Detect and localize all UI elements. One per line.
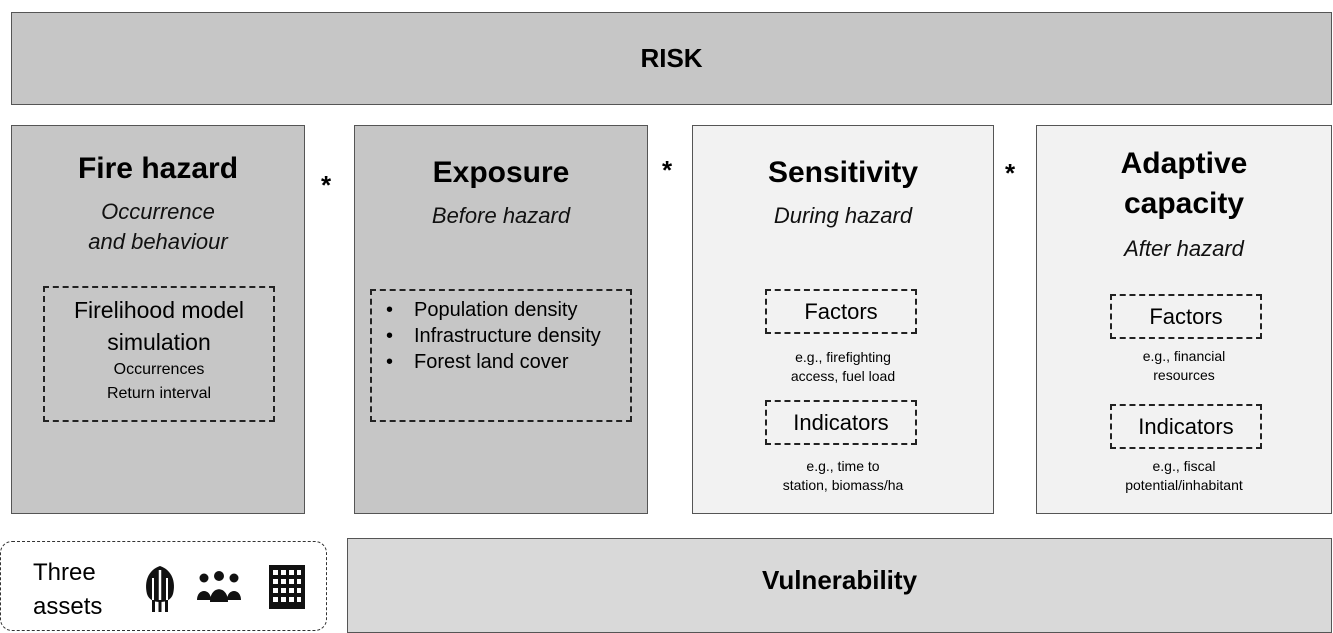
sensitivity-box: Sensitivity During hazard Factors e.g., …	[692, 125, 994, 514]
multiply-operator-2: *	[662, 155, 673, 185]
fire-hazard-subtitle-2: and behaviour	[88, 229, 228, 254]
adaptive-indicators-box: Indicators	[1110, 404, 1262, 449]
sensitivity-title: Sensitivity	[767, 156, 919, 189]
fire-hazard-title: Fire hazard	[77, 152, 239, 185]
fire-hazard-subtitle-1: Occurrence	[101, 199, 215, 224]
adaptive-factors-example: e.g., financial resources	[1037, 347, 1331, 385]
multiply-operator-1: *	[321, 170, 332, 200]
adaptive-factors-label: Factors	[1149, 303, 1223, 329]
adaptive-indicators-example: e.g., fiscal potential/inhabitant	[1037, 457, 1331, 495]
exposure-bullet-list: Population density Infrastructure densit…	[372, 297, 630, 375]
exposure-subtitle: Before hazard	[431, 203, 571, 228]
multiply-operator-3: *	[1005, 158, 1016, 188]
adaptive-title-2: capacity	[1123, 187, 1245, 220]
sensitivity-indicators-example: e.g., time to station, biomass/ha	[693, 457, 993, 495]
exposure-title: Exposure	[432, 156, 570, 189]
adaptive-subtitle: After hazard	[1124, 236, 1244, 261]
sensitivity-indicators-box: Indicators	[765, 400, 917, 445]
adaptive-capacity-box: Adaptive capacity After hazard Factors e…	[1036, 125, 1332, 514]
sensitivity-factors-example-1: e.g., firefighting	[795, 349, 891, 365]
firelihood-line-1: Firelihood model	[73, 297, 245, 323]
assets-label: Three assets	[33, 556, 102, 624]
assets-legend: Three assets	[0, 541, 327, 631]
adaptive-factors-box: Factors	[1110, 294, 1262, 339]
sensitivity-factors-example: e.g., firefighting access, fuel load	[693, 348, 993, 386]
sensitivity-indicators-example-1: e.g., time to	[806, 458, 880, 474]
vulnerability-label: Vulnerability	[761, 565, 918, 595]
sensitivity-indicators-label: Indicators	[793, 409, 889, 435]
exposure-bullet: Population density	[386, 297, 630, 323]
sensitivity-factors-box: Factors	[765, 289, 917, 334]
firelihood-line-2: simulation	[107, 329, 211, 355]
sensitivity-factors-example-2: access, fuel load	[790, 368, 896, 384]
adaptive-indicators-example-2: potential/inhabitant	[1125, 477, 1243, 493]
adaptive-title-1: Adaptive	[1120, 147, 1248, 180]
risk-box: RISK	[11, 12, 1332, 105]
adaptive-factors-example-2: resources	[1153, 367, 1215, 383]
adaptive-factors-example-1: e.g., financial	[1142, 348, 1226, 364]
sensitivity-indicators-example-2: station, biomass/ha	[782, 477, 904, 493]
vulnerability-box: Vulnerability	[347, 538, 1332, 633]
sensitivity-subtitle: During hazard	[773, 203, 913, 228]
assets-label-2: assets	[33, 593, 103, 620]
people-icon	[197, 571, 241, 602]
building-icon	[269, 565, 305, 609]
firelihood-line-4: Return interval	[106, 385, 212, 402]
risk-label: RISK	[640, 43, 703, 73]
fire-hazard-box: Fire hazard Occurrence and behaviour Fir…	[11, 125, 305, 514]
exposure-indicator-box: Population density Infrastructure densit…	[370, 289, 632, 422]
assets-label-1: Three	[33, 559, 96, 586]
adaptive-indicators-label: Indicators	[1138, 413, 1234, 439]
adaptive-indicators-example-1: e.g., fiscal	[1152, 458, 1216, 474]
exposure-bullet: Forest land cover	[386, 349, 630, 375]
firelihood-line-3: Occurrences	[113, 361, 205, 378]
firelihood-model-box: Firelihood model simulation Occurrences …	[43, 286, 275, 422]
exposure-box: Exposure Before hazard Population densit…	[354, 125, 648, 514]
exposure-bullet: Infrastructure density	[386, 323, 630, 349]
sensitivity-factors-label: Factors	[804, 298, 878, 324]
tree-icon	[146, 566, 174, 612]
